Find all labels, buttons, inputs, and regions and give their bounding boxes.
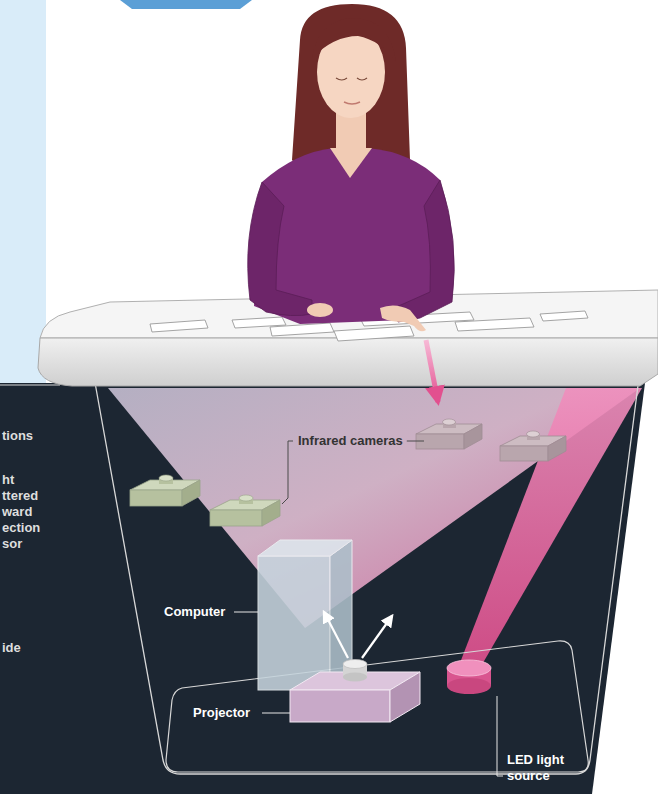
cut-label: ide <box>2 640 21 656</box>
part-label: LED light source <box>507 752 571 784</box>
panel-edge <box>0 385 60 386</box>
housing-outline <box>92 362 641 774</box>
leader-line <box>282 441 293 504</box>
housing-interior <box>0 383 645 794</box>
leader-line <box>262 713 290 714</box>
light-arrow <box>324 612 348 658</box>
computer-box <box>258 540 352 690</box>
touch-ray <box>426 340 438 402</box>
woman-figure <box>248 4 455 331</box>
cut-label: ht ttered ward ection sor <box>2 472 40 552</box>
projector-box <box>290 660 420 723</box>
header-band <box>120 0 252 9</box>
table-edge <box>38 338 658 386</box>
camera-symbol <box>500 431 566 461</box>
page-ground <box>0 0 46 390</box>
camera-symbol <box>130 475 200 506</box>
part-label: Infrared cameras <box>298 433 403 449</box>
leader-line <box>234 612 258 613</box>
leader-line <box>407 441 424 442</box>
cut-label: tions <box>2 428 33 444</box>
camera-symbol <box>416 419 482 449</box>
led-symbol <box>447 660 491 694</box>
part-label: Projector <box>193 705 250 721</box>
camera-symbol <box>210 495 280 526</box>
leader-line <box>497 696 503 776</box>
part-label: Computer <box>164 604 225 620</box>
light-arrow <box>362 616 392 658</box>
led-beam <box>458 388 642 668</box>
